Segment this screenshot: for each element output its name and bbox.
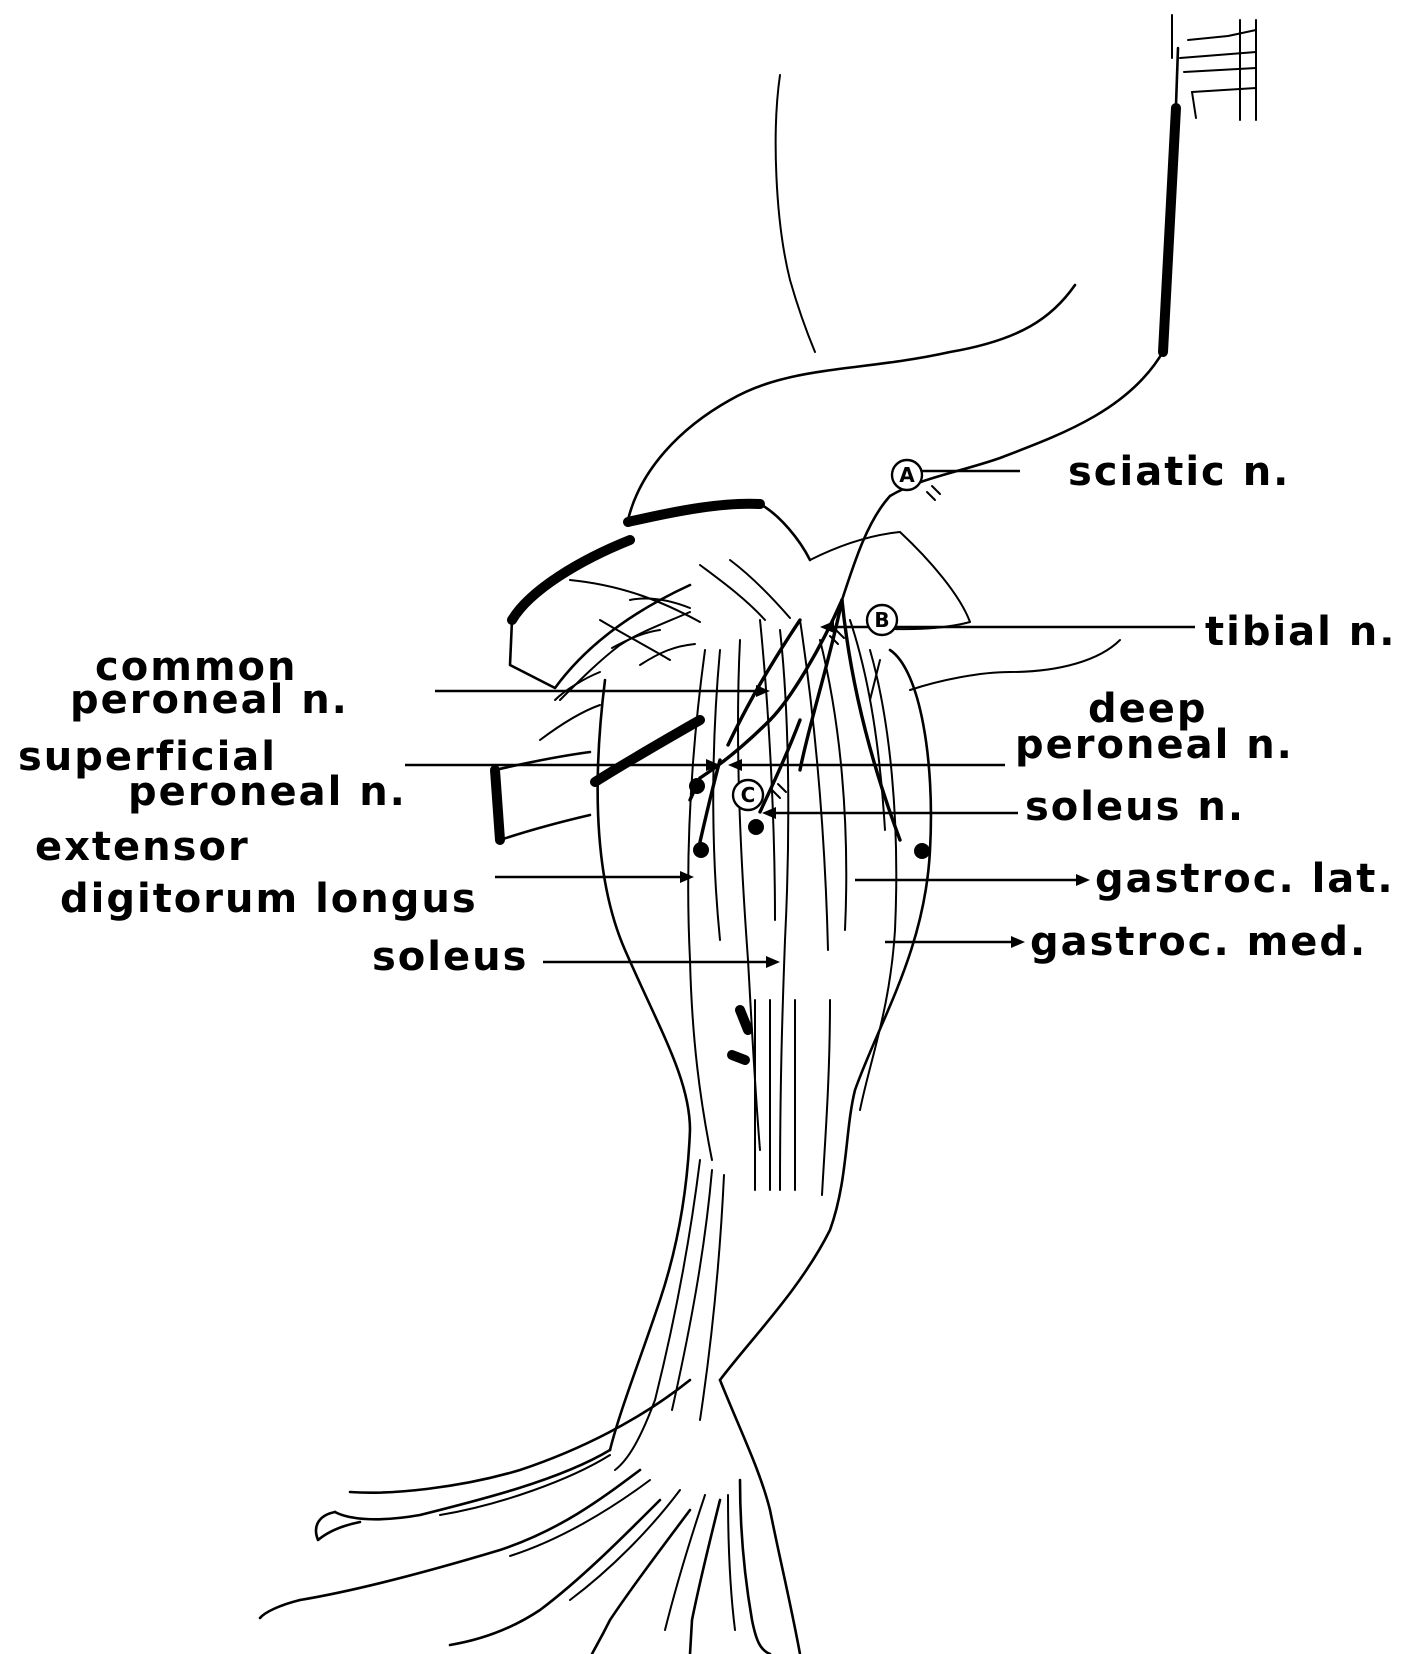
label-tibial-nerve: tibial n.: [1205, 609, 1396, 655]
arrowhead-common-peroneal: [756, 685, 770, 697]
site-marker-a: A: [892, 460, 922, 490]
foot: [260, 1160, 800, 1654]
label-superficial-peroneal-line2: peroneal n.: [128, 769, 407, 815]
spinal-cord-stub: [1172, 15, 1256, 120]
label-arrows: [405, 465, 1195, 968]
label-extensor-line1: extensor: [35, 824, 250, 870]
arrowhead-gastroc-med: [1011, 936, 1025, 948]
reflected-muscle-flap: [510, 532, 970, 700]
thigh-outline: [628, 75, 1075, 560]
electrode-dot-gastroc: [914, 843, 930, 859]
muscle-fibres: [688, 620, 896, 1195]
label-common-peroneal-line2: peroneal n.: [70, 677, 349, 723]
labels: sciatic n. tibial n. common peroneal n. …: [18, 449, 1396, 980]
electrode-dot-extensor: [693, 842, 709, 858]
label-soleus-muscle: soleus: [372, 934, 528, 980]
site-marker-b: B: [867, 605, 897, 635]
arrowhead-extensor: [680, 871, 694, 883]
electrode-dot-soleus: [748, 819, 764, 835]
label-extensor-line2: digitorum longus: [60, 876, 478, 922]
label-gastroc-medial: gastroc. med.: [1030, 919, 1367, 965]
site-marker-c: C: [733, 780, 763, 810]
label-soleus-nerve: soleus n.: [1025, 784, 1245, 830]
site-marker-a-text: A: [899, 463, 915, 487]
sciatic-nerve: [842, 48, 1178, 600]
arrowhead-deep-peroneal: [728, 759, 742, 771]
label-deep-peroneal-line2: peroneal n.: [1015, 722, 1294, 768]
site-marker-b-text: B: [874, 608, 889, 632]
site-marker-c-text: C: [741, 783, 756, 807]
nerve-branches: [690, 600, 900, 842]
label-sciatic-nerve: sciatic n.: [1068, 449, 1290, 495]
arrowhead-gastroc-lat: [1076, 874, 1090, 886]
arrowhead-soleus-n: [762, 807, 776, 819]
arrowhead-soleus: [766, 956, 780, 968]
electrode-dot-superficial-peroneal: [689, 778, 705, 794]
label-gastroc-lateral: gastroc. lat.: [1095, 856, 1395, 902]
